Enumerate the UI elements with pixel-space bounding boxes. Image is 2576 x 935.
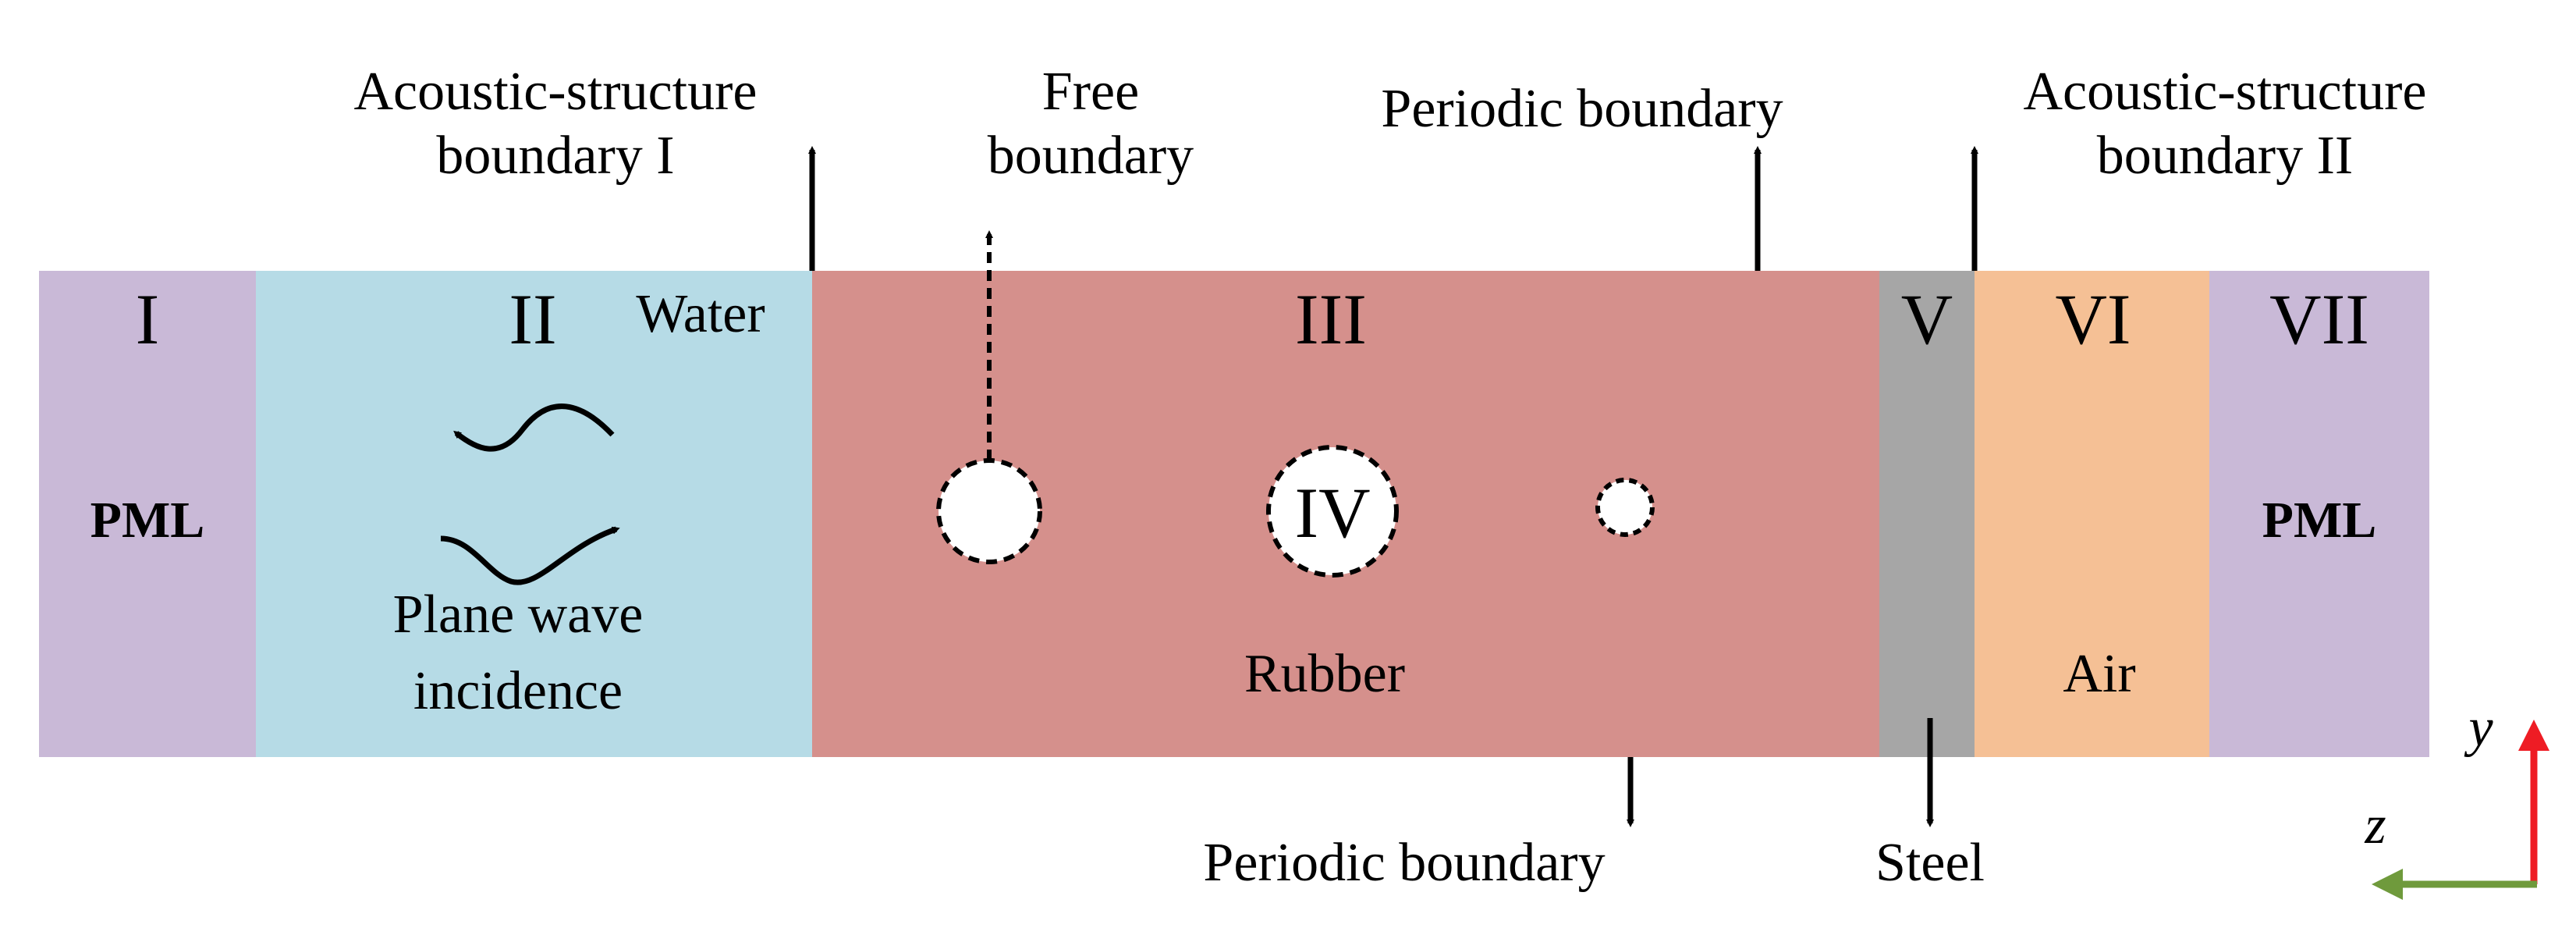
acoustic-structure-boundary-i-line2: boundary I xyxy=(436,126,674,186)
region-vi-numeral: VI xyxy=(2055,279,2131,359)
y-axis-arrowhead xyxy=(2518,720,2549,751)
void-small-left xyxy=(936,458,1042,564)
reflected-wave-arrow xyxy=(453,404,615,452)
acoustic-structure-boundary-ii-line2: boundary II xyxy=(2097,126,2354,186)
plane-wave-caption-line2: incidence xyxy=(413,661,623,721)
region-i-pml-label: PML xyxy=(90,492,205,549)
region-i-pml xyxy=(39,271,256,757)
region-ii-numeral: II xyxy=(509,279,556,359)
z-axis-label: z xyxy=(2364,795,2386,855)
region-iii-numeral: III xyxy=(1295,279,1367,359)
acoustic-structure-boundary-i-line1: Acoustic-structure xyxy=(353,62,757,122)
region-v-steel xyxy=(1879,271,1975,757)
void-iv-scatterer xyxy=(1266,445,1399,578)
free-boundary-line2: boundary xyxy=(988,126,1194,186)
water-label: Water xyxy=(636,284,765,344)
plane-wave-caption-line1: Plane wave xyxy=(393,585,644,645)
free-boundary-line1: Free xyxy=(1042,62,1139,122)
region-vii-pml xyxy=(2209,271,2429,757)
region-vii-numeral: VII xyxy=(2269,279,2369,359)
region-i-numeral: I xyxy=(136,279,160,359)
y-axis-label: y xyxy=(2464,698,2493,758)
region-iv-numeral: IV xyxy=(1294,473,1370,553)
region-vi-air xyxy=(1975,271,2209,757)
void-tiny-right xyxy=(1595,478,1655,537)
periodic-boundary-bottom-label: Periodic boundary xyxy=(1203,833,1605,893)
rubber-label: Rubber xyxy=(1244,644,1405,704)
steel-label: Steel xyxy=(1875,833,1985,893)
z-axis-arrowhead xyxy=(2372,869,2403,900)
region-vii-pml-label: PML xyxy=(2262,492,2377,549)
periodic-boundary-top-label: Periodic boundary xyxy=(1381,79,1783,139)
air-label: Air xyxy=(2063,644,2135,704)
region-v-numeral: V xyxy=(1901,279,1953,359)
incident-wave-arrow xyxy=(440,526,620,585)
acoustic-structure-boundary-ii-line1: Acoustic-structure xyxy=(2023,62,2426,122)
region-ii-water xyxy=(256,271,812,757)
